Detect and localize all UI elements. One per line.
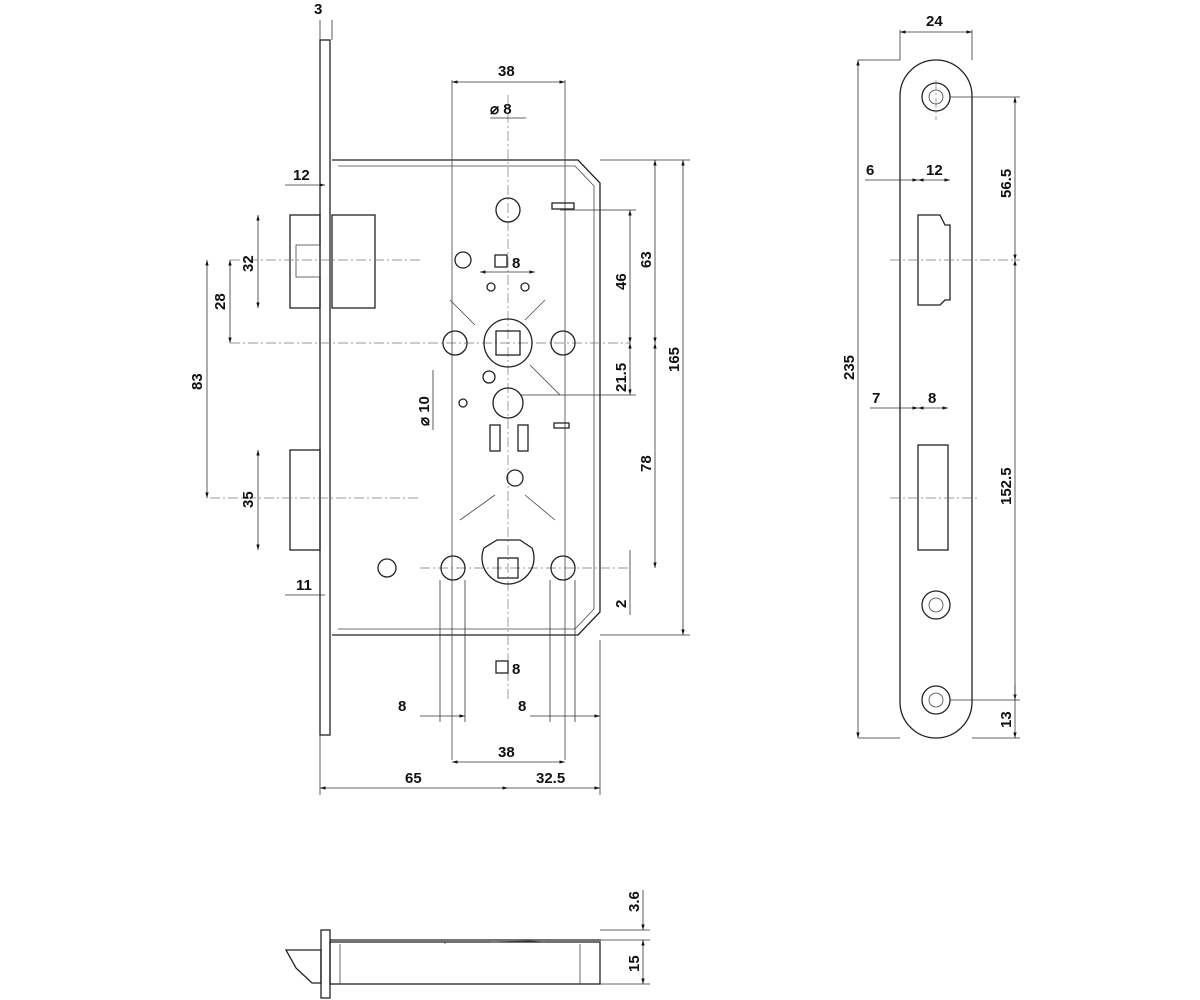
side-faceplate bbox=[320, 929, 331, 999]
dim-latch-height: 32 bbox=[240, 255, 257, 272]
dim-spindle-to-lower-hole: 21.5 bbox=[613, 363, 630, 392]
dim-lower-hole-diameter: ⌀ 10 bbox=[416, 396, 433, 426]
dim-right-hole-width: 8 bbox=[518, 698, 526, 715]
lock-case bbox=[332, 159, 601, 636]
bolt-opening bbox=[917, 444, 949, 551]
dim-cylinder-square: 8 bbox=[512, 661, 520, 678]
front-dimensions: 3 38 ⌀ 8 12 32 28 83 35 11 8 46 63 165 2… bbox=[189, 1, 690, 795]
latch-bolt bbox=[289, 214, 321, 309]
latch-opening bbox=[917, 214, 951, 306]
strike-plate bbox=[890, 59, 1020, 739]
spindle-square bbox=[495, 330, 521, 356]
screw-icon bbox=[921, 685, 951, 715]
dim-latch-opening: 12 bbox=[926, 162, 943, 179]
dim-hole-diameter: ⌀ 8 bbox=[490, 101, 512, 118]
dim-latch-projection: 12 bbox=[293, 167, 310, 184]
dim-bottom-hole-spacing: 38 bbox=[498, 744, 515, 761]
dim-strike-width: 24 bbox=[926, 13, 943, 30]
faceplate bbox=[319, 39, 331, 736]
dim-spindle-to-cylinder: 78 bbox=[638, 455, 655, 472]
dim-side-depth: 15 bbox=[626, 955, 643, 972]
screw-icon bbox=[921, 590, 951, 620]
dim-strike-length: 235 bbox=[841, 355, 858, 380]
dim-latch-offset: 6 bbox=[866, 162, 874, 179]
lock-body-front-view bbox=[210, 39, 630, 760]
dim-left-hole-width: 8 bbox=[398, 698, 406, 715]
dim-top-to-latch: 56.5 bbox=[998, 169, 1015, 198]
dim-bolt-projection: 11 bbox=[296, 577, 312, 594]
cylinder-cam bbox=[481, 539, 535, 585]
strike-dimensions: 24 6 12 235 56.5 7 8 152.5 13 bbox=[841, 13, 1020, 739]
dim-bolt-opening: 8 bbox=[928, 390, 936, 407]
lock-side-view bbox=[284, 929, 601, 999]
dim-latch-to-bolt: 83 bbox=[189, 373, 206, 390]
dim-backset: 65 bbox=[405, 770, 422, 787]
dim-spindle-to-top: 63 bbox=[638, 251, 655, 268]
dim-case-rear: 32.5 bbox=[536, 770, 565, 787]
strike-plate-outline bbox=[899, 59, 973, 739]
dim-latch-to-bottom: 152.5 bbox=[998, 467, 1015, 505]
dim-handle-spacing: 38 bbox=[498, 63, 515, 80]
screw-icon bbox=[454, 251, 472, 269]
spindle-follower bbox=[483, 318, 533, 368]
dim-bolt-offset: 7 bbox=[872, 390, 880, 407]
side-latch bbox=[284, 949, 322, 984]
dim-case-height: 165 bbox=[666, 347, 683, 372]
dim-side-faceplate: 3.6 bbox=[626, 891, 643, 912]
dim-cylinder-offset: 2 bbox=[613, 600, 630, 608]
side-dimensions: 3.6 15 bbox=[600, 890, 650, 985]
dim-spindle-to-top-hole: 46 bbox=[613, 273, 630, 290]
lower-hole bbox=[492, 387, 524, 419]
dim-bottom-screw: 13 bbox=[998, 711, 1015, 728]
dim-latch-to-spindle: 28 bbox=[212, 293, 229, 310]
dim-bolt-height: 35 bbox=[240, 491, 257, 508]
top-hole bbox=[495, 197, 521, 223]
dim-spindle-square: 8 bbox=[512, 255, 520, 272]
dim-faceplate-thickness: 3 bbox=[314, 1, 322, 18]
dead-bolt bbox=[289, 449, 321, 551]
